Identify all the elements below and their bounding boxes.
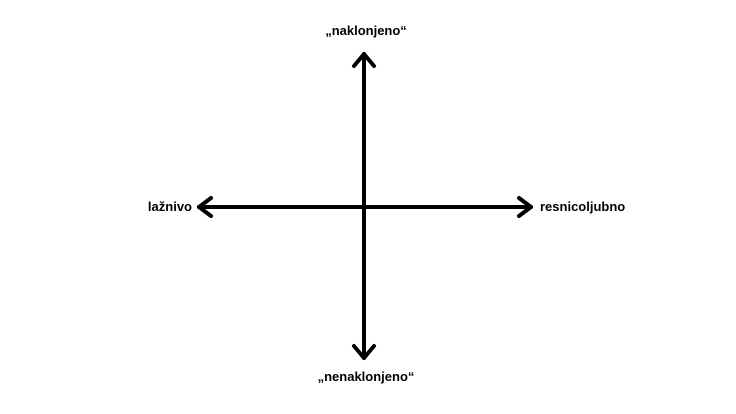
label-right: resnicoljubno xyxy=(540,199,626,214)
label-left: lažnivo xyxy=(147,199,192,214)
label-top: „naklonjeno“ xyxy=(325,23,407,38)
arrowhead-left-icon xyxy=(197,196,213,218)
arrowhead-up-icon xyxy=(352,52,376,68)
arrowhead-right-icon xyxy=(517,196,533,218)
arrowhead-down-icon xyxy=(352,344,376,360)
horizontal-axis xyxy=(197,196,533,218)
label-bottom: „nenaklonjeno“ xyxy=(317,369,415,384)
